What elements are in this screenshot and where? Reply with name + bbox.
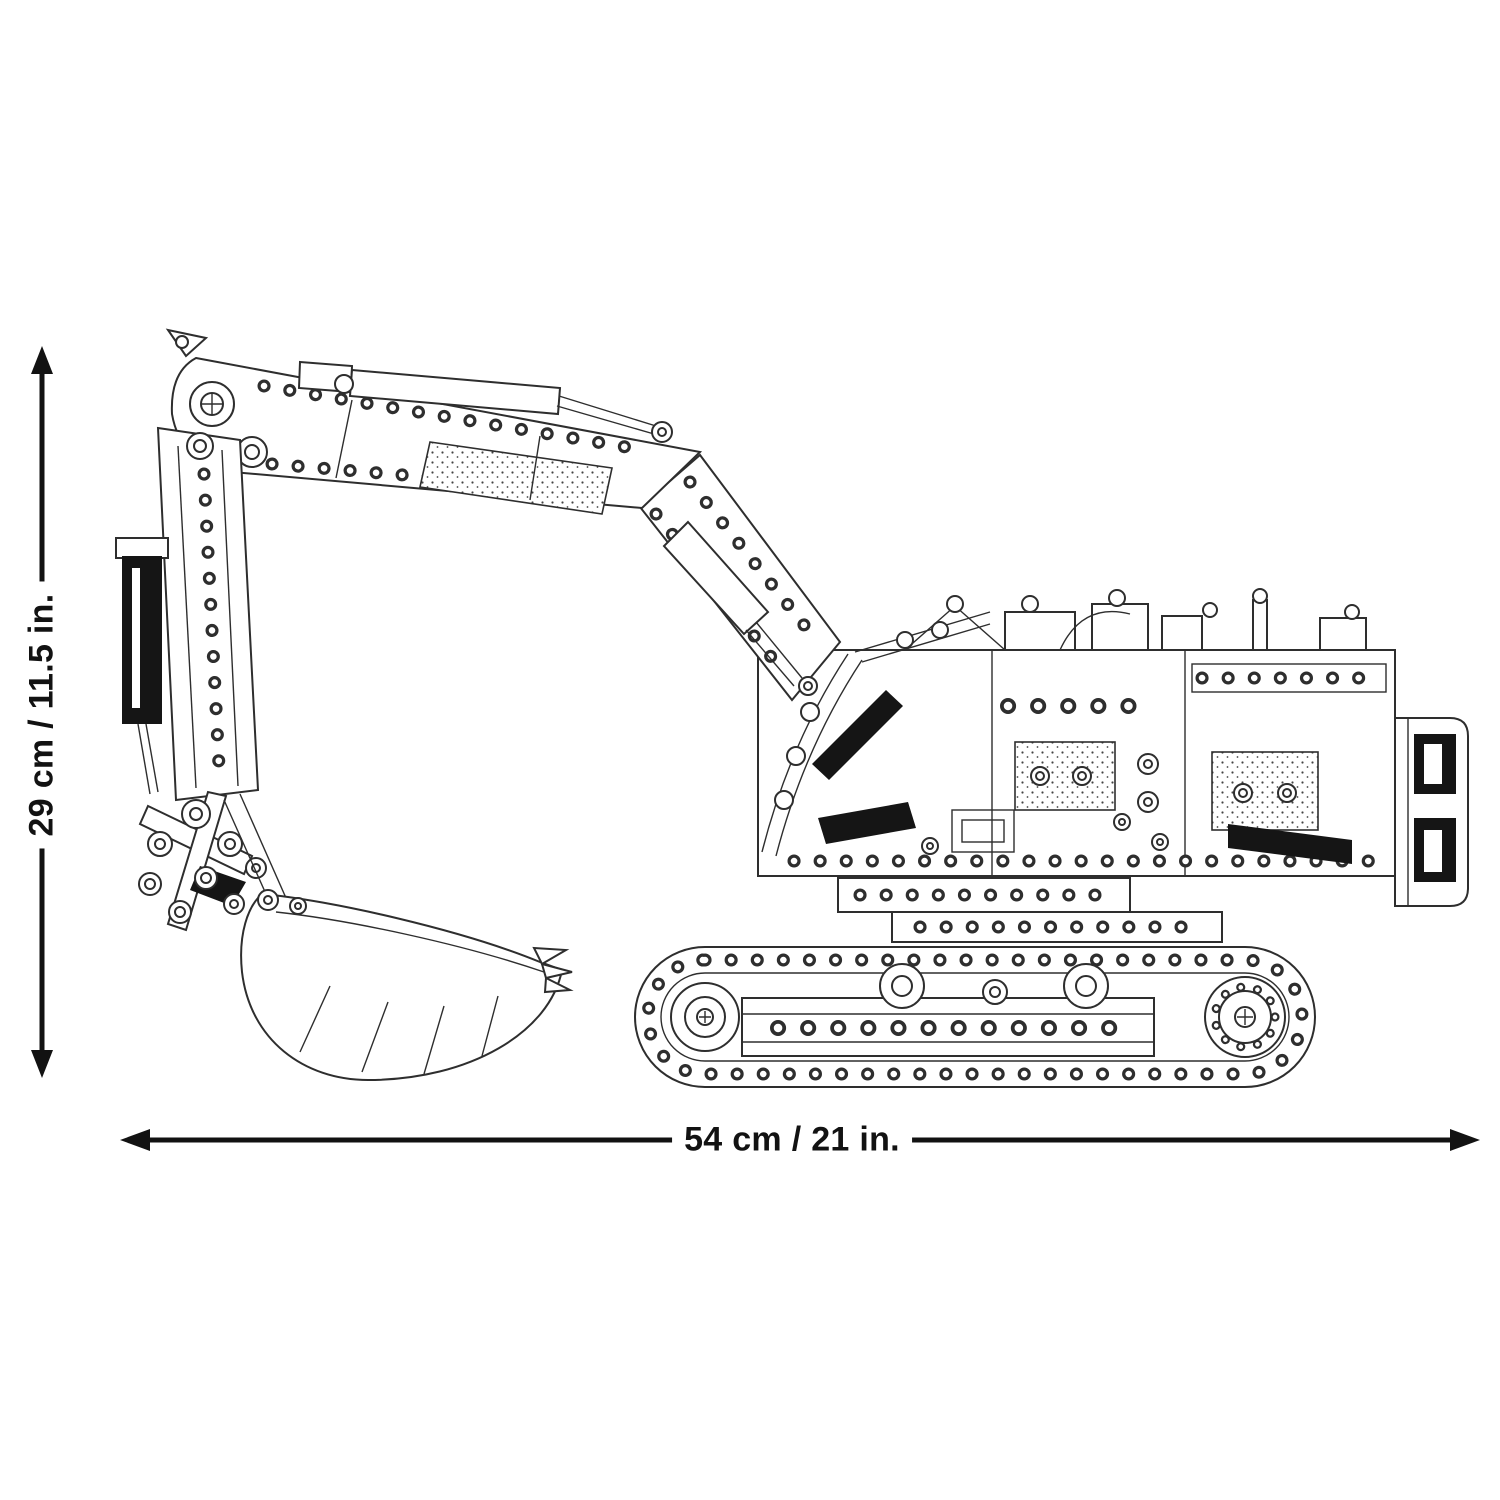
idler-wheel bbox=[670, 982, 740, 1052]
dark-cylinder bbox=[812, 690, 903, 780]
bucket-linkage bbox=[138, 790, 287, 932]
bucket-cylinder bbox=[662, 520, 770, 636]
arrow-left-icon bbox=[120, 1129, 150, 1151]
boom-cylinder bbox=[297, 360, 673, 443]
dark-trim-cab bbox=[818, 802, 916, 844]
stipple-panel-right bbox=[1211, 751, 1319, 831]
track-assembly bbox=[634, 946, 1316, 1088]
width-dimension-label: 54 cm / 21 in. bbox=[672, 1118, 912, 1162]
stick-cylinder bbox=[115, 537, 169, 795]
dark-trim-right bbox=[1228, 824, 1352, 864]
drive-sprocket bbox=[1204, 976, 1286, 1058]
counterweight bbox=[1394, 717, 1469, 907]
engine-deck bbox=[904, 588, 1367, 651]
height-dimension-label: 29 cm / 11.5 in. bbox=[20, 581, 64, 849]
superstructure bbox=[757, 611, 1396, 877]
bucket-tooth bbox=[540, 962, 573, 980]
carbody bbox=[837, 877, 1223, 943]
bucket bbox=[240, 889, 574, 1082]
bucket-tooth bbox=[532, 946, 570, 966]
bucket-tooth bbox=[543, 976, 574, 994]
arrow-up-icon bbox=[31, 346, 53, 374]
stipple-panel-boom bbox=[419, 441, 613, 515]
boom-lower bbox=[638, 453, 903, 857]
stick-arm bbox=[115, 426, 260, 802]
arrow-right-icon bbox=[1450, 1129, 1480, 1151]
boom-upper bbox=[165, 328, 703, 515]
arrow-down-icon bbox=[31, 1050, 53, 1078]
road-wheels bbox=[879, 963, 1109, 1009]
